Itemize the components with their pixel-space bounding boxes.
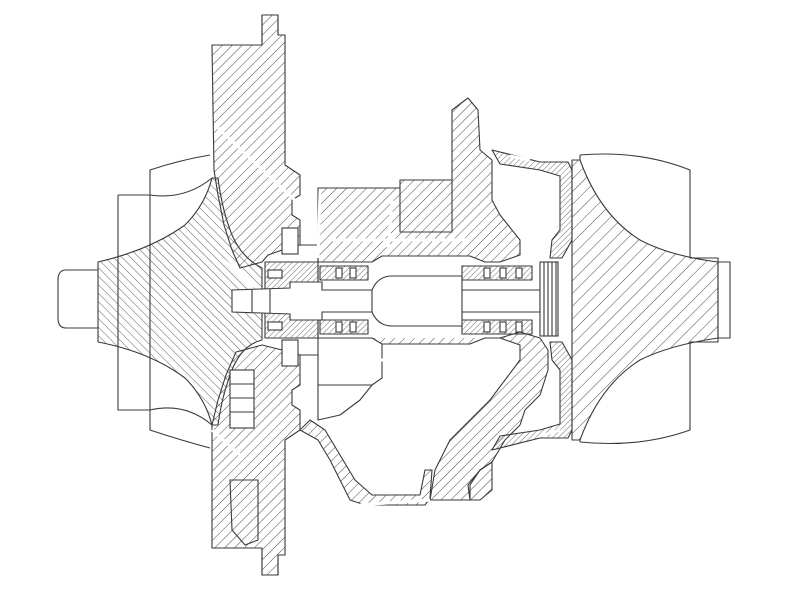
piston-ring-seal: [539, 261, 559, 337]
compressor-wheel: [57, 154, 263, 449]
bearing-housing: [299, 97, 549, 507]
heat-shield: [491, 149, 573, 451]
compressor-back-plate: [211, 14, 302, 576]
turbine-wheel: [571, 153, 731, 445]
oil-outlet: [467, 461, 493, 501]
journal-bearing: [319, 265, 533, 335]
